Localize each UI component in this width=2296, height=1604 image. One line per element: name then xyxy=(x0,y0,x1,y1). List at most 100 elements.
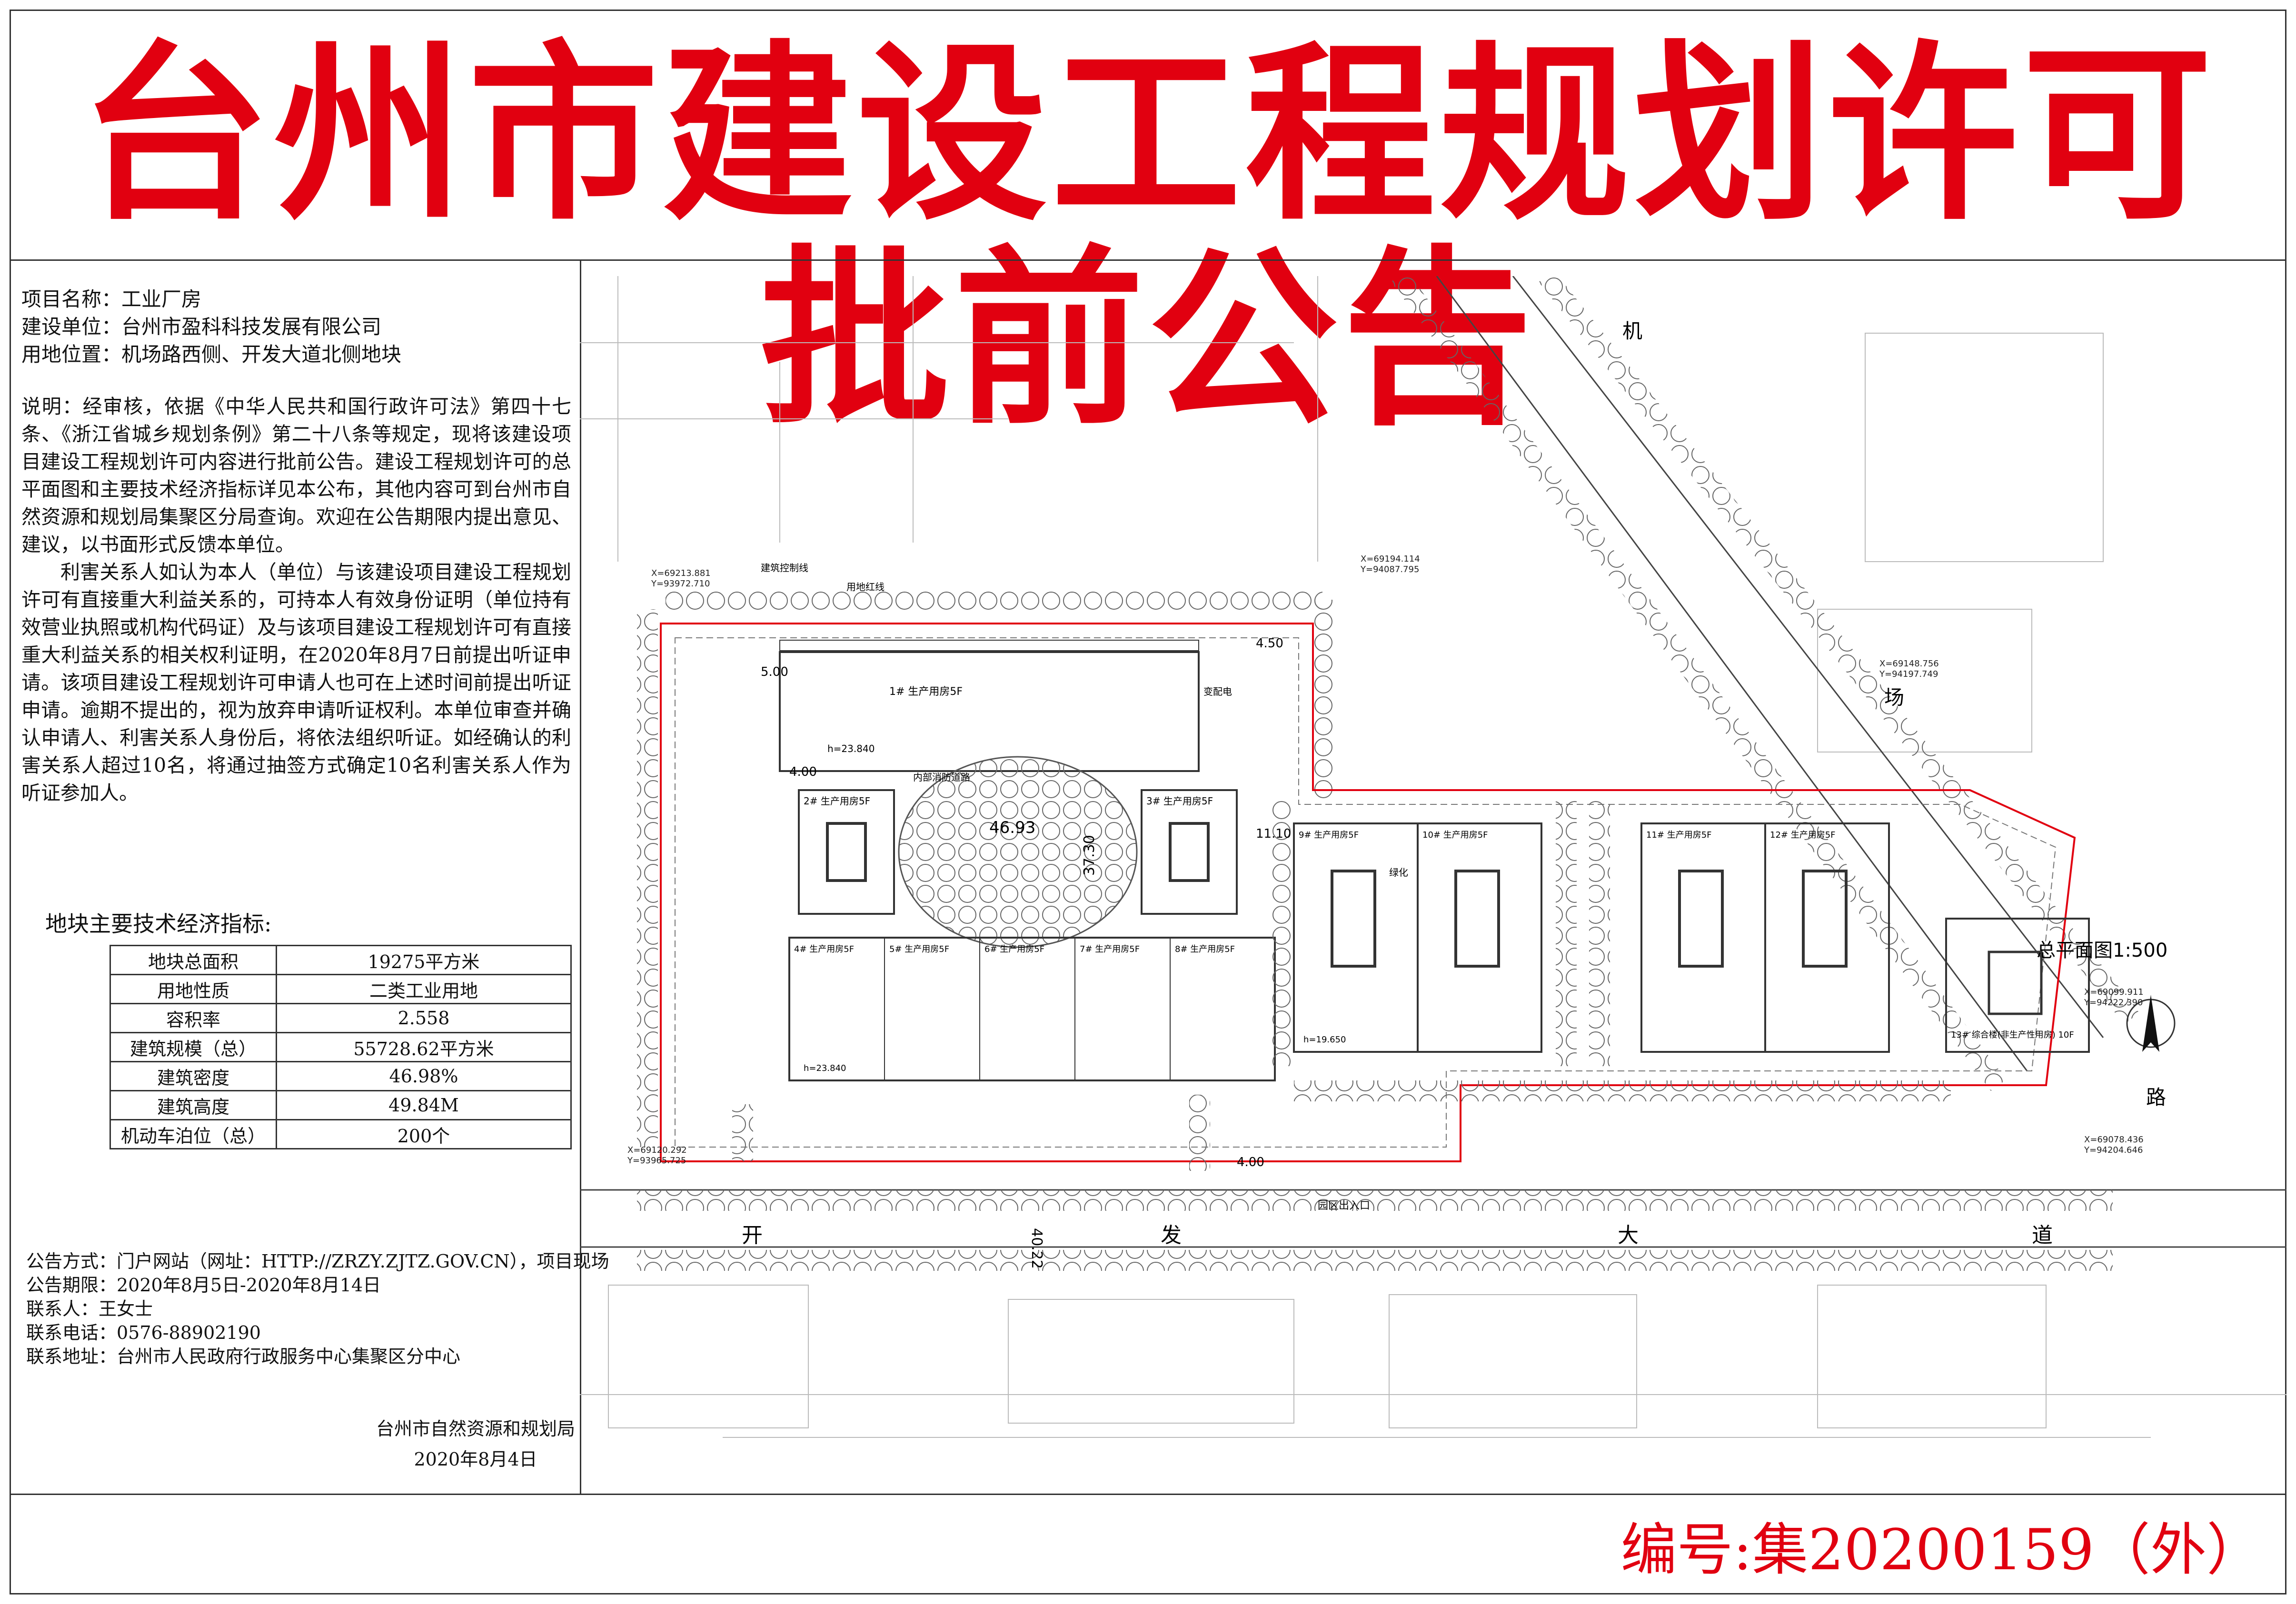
title-divider xyxy=(10,259,2286,261)
svg-text:X=69148.756: X=69148.756 xyxy=(1879,659,1939,669)
svg-text:X=69194.114: X=69194.114 xyxy=(1361,554,1420,564)
svg-text:X=69099.911: X=69099.911 xyxy=(2084,987,2144,997)
site-location: 机场路西侧、开发大道北侧地块 xyxy=(121,343,402,366)
building-9: 9# 生产用房5F xyxy=(1293,822,1419,1053)
building-2: 2# 生产用房5F xyxy=(798,789,895,915)
svg-text:h=23.840: h=23.840 xyxy=(827,743,875,754)
building-1: 1# 生产用房5F h=23.840 变配电 xyxy=(779,640,1232,772)
airport-road xyxy=(1391,276,2139,1091)
svg-text:46.93: 46.93 xyxy=(989,818,1035,837)
svg-text:10# 生产用房5F: 10# 生产用房5F xyxy=(1422,830,1488,840)
contact-phone: 联系电话：0576-88902190 xyxy=(26,1322,261,1343)
svg-text:X=69213.881: X=69213.881 xyxy=(651,568,711,578)
svg-text:X=69078.436: X=69078.436 xyxy=(2084,1135,2144,1145)
notice-body: 说明：经审核，依据《中华人民共和国行政许可法》第四十七条、《浙江省城乡规划条例》… xyxy=(21,393,571,807)
height-label-2: h=19.650 xyxy=(1303,1035,1346,1045)
notice-paragraph-1: 说明：经审核，依据《中华人民共和国行政许可法》第四十七条、《浙江省城乡规划条例》… xyxy=(21,395,571,556)
notice-code: 编号:集20200159（外） xyxy=(1620,1517,2263,1583)
svg-text:3# 生产用房5F: 3# 生产用房5F xyxy=(1146,795,1213,807)
svg-text:Y=94087.795: Y=94087.795 xyxy=(1360,564,1419,574)
svg-text:Y=94204.646: Y=94204.646 xyxy=(2084,1145,2143,1155)
dim-setback-3: 4.00 xyxy=(789,765,817,779)
issuer: 台州市自然资源和规划局 xyxy=(376,1418,576,1439)
road-east-label-3: 路 xyxy=(2146,1086,2166,1109)
table-row: 机动车泊位（总）200个 xyxy=(109,1119,572,1149)
footer-divider xyxy=(10,1494,2286,1495)
dim-setback-2: 5.00 xyxy=(761,665,788,679)
site-red-line xyxy=(660,623,2076,1162)
contact-address: 联系地址：台州市人民政府行政服务中心集聚区分中心 xyxy=(26,1346,461,1367)
svg-text:Y=94222.390: Y=94222.390 xyxy=(2084,998,2143,1008)
notice-frame xyxy=(10,10,2286,1594)
context-lines xyxy=(580,276,2286,1438)
project-name: 工业厂房 xyxy=(121,287,202,311)
svg-text:37.30: 37.30 xyxy=(1081,835,1098,876)
svg-text:h=23.840: h=23.840 xyxy=(804,1063,846,1073)
green-label: 绿化 xyxy=(1389,867,1408,878)
coordinates: X=69213.881 Y=93972.710 X=69194.114 Y=94… xyxy=(627,554,2144,1166)
road-south-label-4: 道 xyxy=(2032,1223,2053,1248)
building-control-line xyxy=(675,637,2057,1148)
road-south-label-2: 发 xyxy=(1161,1223,1182,1248)
svg-text:9# 生产用房5F: 9# 生产用房5F xyxy=(1299,830,1359,840)
svg-text:6# 生产用房5F: 6# 生产用房5F xyxy=(984,944,1044,954)
road-south-label-3: 大 xyxy=(1618,1223,1639,1248)
building-row-south: 4# 生产用房5F 5# 生产用房5F 6# 生产用房5F 7# 生产用房5F … xyxy=(788,937,1276,1081)
site-plan: 机 场 路 开 发 大 道 40.22 1# 生产用房5F h=23.840 变… xyxy=(580,276,2286,1438)
dim-road-width: 40.22 xyxy=(1028,1228,1045,1269)
table-row: 建筑规模（总）55728.62平方米 xyxy=(109,1032,572,1062)
project-info: 项目名称：工业厂房 建设单位：台州市盈科科技发展有限公司 用地位置：机场路西侧、… xyxy=(21,286,578,368)
svg-text:5# 生产用房5F: 5# 生产用房5F xyxy=(889,944,949,954)
builder-name: 台州市盈科科技发展有限公司 xyxy=(121,315,382,338)
builder-row: 建设单位：台州市盈科科技发展有限公司 xyxy=(21,315,382,338)
dim-setback-4: 11.10 xyxy=(1256,827,1291,841)
column-divider xyxy=(580,259,581,1495)
publication-info: 公告方式：门户网站（网址：HTTP://ZRZY.ZJTZ.GOV.CN），项目… xyxy=(26,1249,609,1368)
perimeter-trees xyxy=(637,590,1334,1147)
publication-method: 公告方式：门户网站（网址：HTTP://ZRZY.ZJTZ.GOV.CN），项目… xyxy=(26,1251,609,1272)
building-10: 10# 生产用房5F xyxy=(1417,822,1542,1053)
svg-text:4# 生产用房5F: 4# 生产用房5F xyxy=(794,944,854,954)
svg-text:Y=93972.710: Y=93972.710 xyxy=(651,579,710,589)
svg-text:12# 生产用房5F: 12# 生产用房5F xyxy=(1770,830,1836,840)
kaifa-avenue xyxy=(580,1189,2286,1271)
contact-person: 联系人：王女士 xyxy=(26,1298,153,1319)
notice-paragraph-2: 利害关系人如认为本人（单位）与该建设项目建设工程规划许可有直接重大利益关系的，可… xyxy=(21,561,571,804)
project-name-row: 项目名称：工业厂房 xyxy=(21,287,202,311)
svg-text:变配电: 变配电 xyxy=(1203,686,1232,697)
dim-setback-5: 4.00 xyxy=(1237,1155,1264,1169)
location-row: 用地位置：机场路西侧、开发大道北侧地块 xyxy=(21,343,402,366)
road-east-label-2: 场 xyxy=(1884,686,1904,709)
inner-trees xyxy=(732,800,1951,1171)
building-3: 3# 生产用房5F xyxy=(1141,789,1238,915)
indicators-title: 地块主要技术经济指标: xyxy=(45,911,272,937)
control-line-label: 建筑控制线 xyxy=(761,562,808,574)
page-title: 台州市建设工程规划许可批前公告 xyxy=(80,25,2216,451)
scale-label: 总平面图1:500 xyxy=(2037,940,2167,961)
svg-text:13# 综合楼(非生产性用房) 10F: 13# 综合楼(非生产性用房) 10F xyxy=(1951,1030,2074,1040)
building-11: 11# 生产用房5F xyxy=(1640,822,1766,1053)
svg-text:1# 生产用房5F: 1# 生产用房5F xyxy=(889,686,963,698)
table-row: 用地性质二类工业用地 xyxy=(109,974,572,1004)
red-line-label: 用地红线 xyxy=(846,581,885,593)
svg-text:内部消防道路: 内部消防道路 xyxy=(913,772,970,783)
svg-text:Y=94197.749: Y=94197.749 xyxy=(1879,669,1938,679)
signature-block: 台州市自然资源和规划局 2020年8月4日 xyxy=(376,1414,575,1475)
svg-text:11# 生产用房5F: 11# 生产用房5F xyxy=(1646,830,1712,840)
road-south-label-1: 开 xyxy=(742,1223,763,1248)
svg-text:2# 生产用房5F: 2# 生产用房5F xyxy=(804,795,870,807)
entrance-label: 园区出入口 xyxy=(1318,1200,1370,1212)
publication-period: 公告期限：2020年8月5日-2020年8月14日 xyxy=(26,1275,381,1296)
building-12: 12# 生产用房5F xyxy=(1764,822,1890,1053)
building-13: 13# 综合楼(非生产性用房) 10F xyxy=(1945,918,2090,1053)
svg-text:8# 生产用房5F: 8# 生产用房5F xyxy=(1175,944,1235,954)
svg-text:Y=93965.725: Y=93965.725 xyxy=(627,1156,686,1166)
dim-setback-1: 4.50 xyxy=(1256,636,1283,651)
north-arrow-icon xyxy=(2126,995,2176,1052)
svg-text:7# 生产用房5F: 7# 生产用房5F xyxy=(1080,944,1140,954)
svg-text:X=69120.292: X=69120.292 xyxy=(627,1145,687,1155)
